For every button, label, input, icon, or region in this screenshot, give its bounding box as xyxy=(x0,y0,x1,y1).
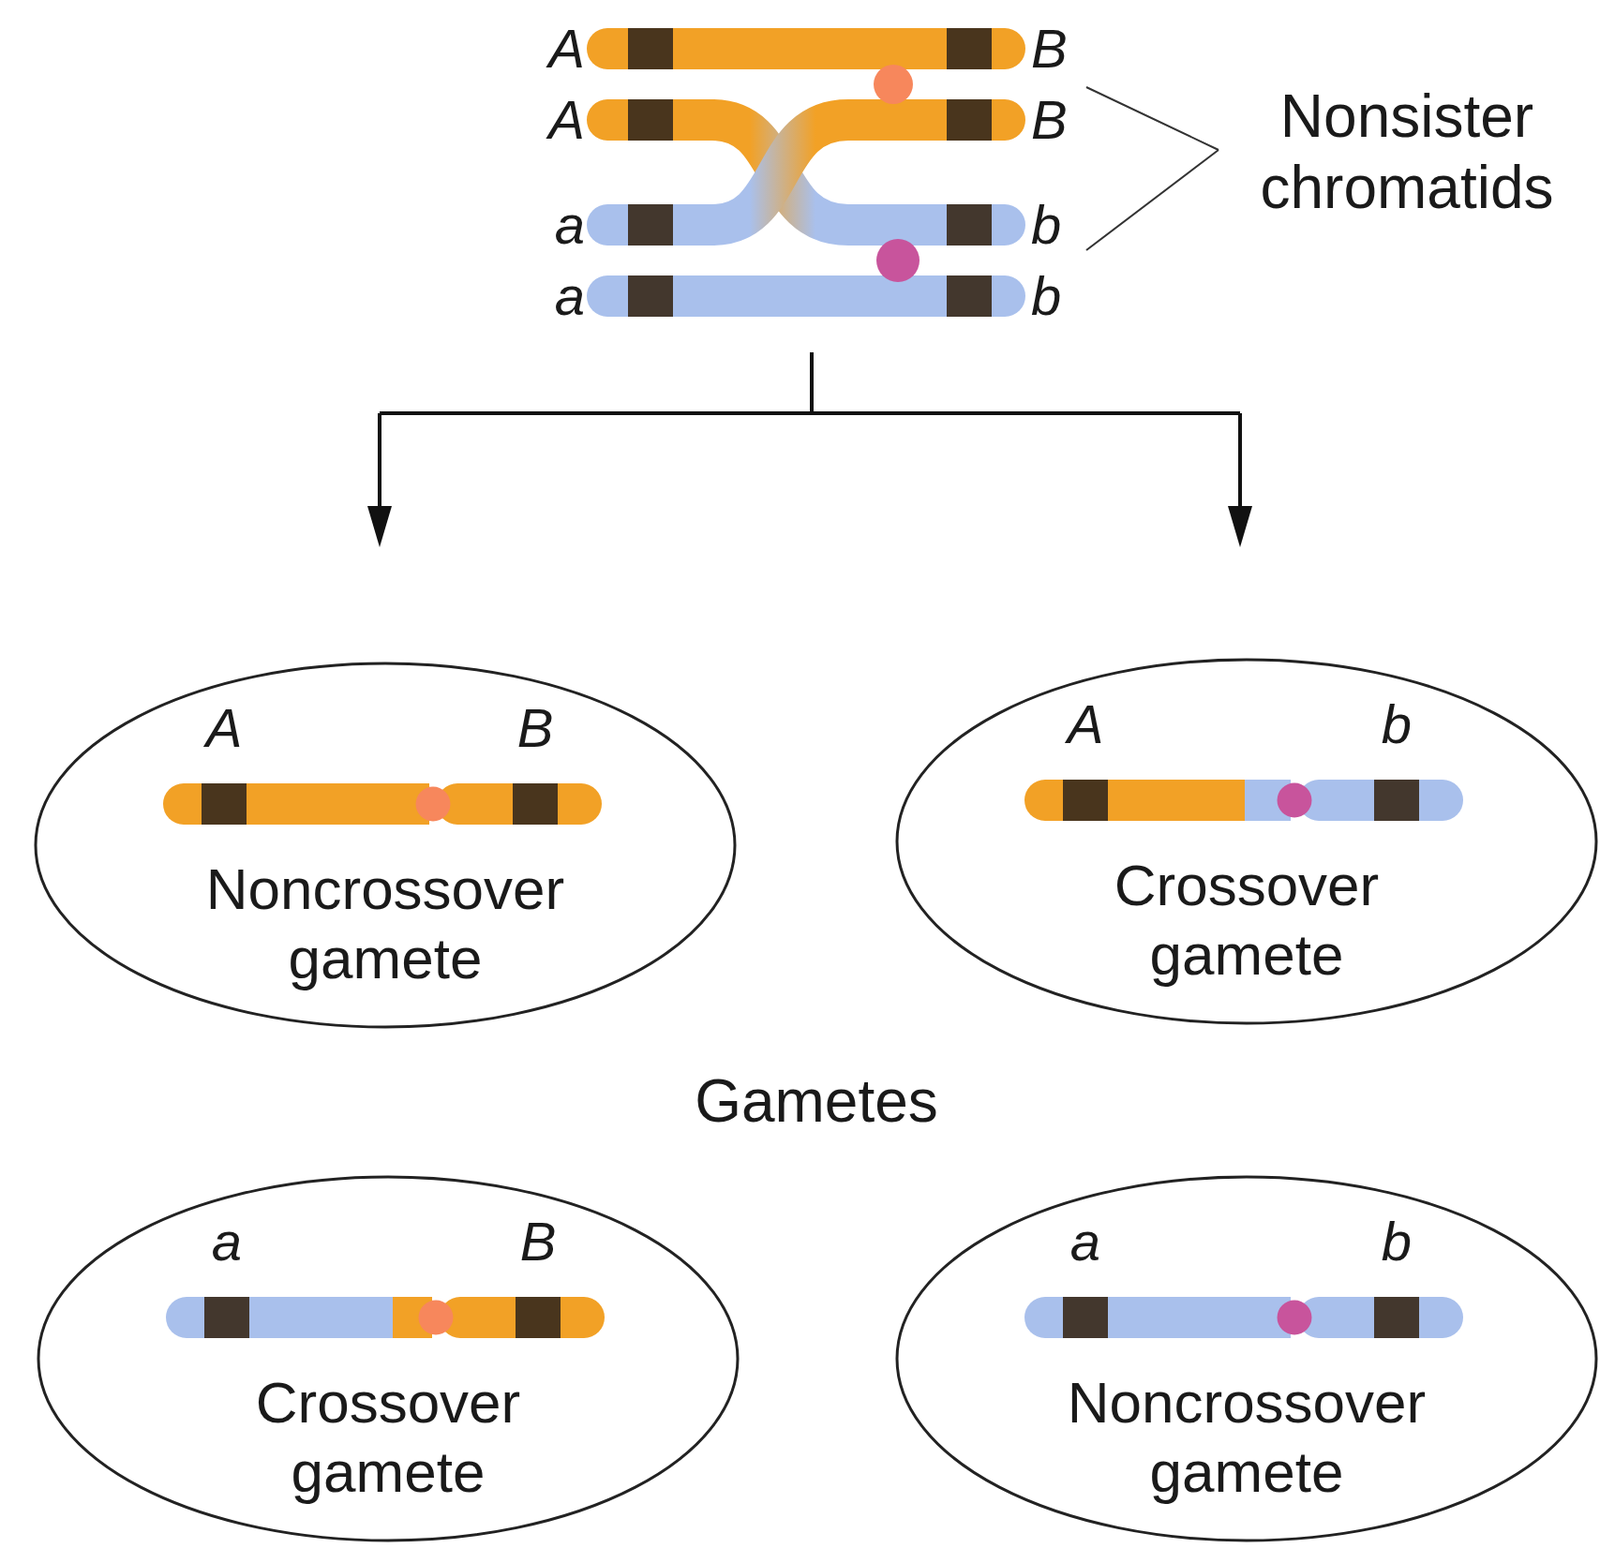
gene-locus xyxy=(628,275,673,317)
gamete-caption: Noncrossover gamete xyxy=(160,854,611,995)
gene-locus xyxy=(946,275,992,317)
allele-label: A xyxy=(548,92,585,148)
gamete-caption: Crossover gamete xyxy=(163,1368,614,1509)
chromosome-arm xyxy=(1298,779,1464,822)
chromosome-arm xyxy=(436,783,602,825)
centromere xyxy=(876,239,920,283)
gamete-chromosome xyxy=(1024,1297,1464,1339)
gamete-chromosome xyxy=(165,1297,605,1339)
arrowhead xyxy=(367,506,392,548)
gamete-caption: Crossover gamete xyxy=(1021,851,1472,991)
gene-locus xyxy=(1062,1297,1108,1339)
annotation: Gametes xyxy=(694,1066,939,1138)
gene-locus xyxy=(515,1297,561,1339)
centromere xyxy=(416,787,451,823)
chromosome-arm xyxy=(1024,779,1291,822)
annotation: Nonsister chromatids xyxy=(1220,81,1594,224)
centromere xyxy=(1277,1300,1313,1336)
gene-locus xyxy=(1062,779,1108,822)
bracket xyxy=(1086,87,1219,251)
ellipse-outline xyxy=(35,663,735,1028)
chromosome-arm xyxy=(439,1297,605,1339)
arrow-line xyxy=(379,352,1241,511)
allele-label: b xyxy=(1031,197,1062,253)
gamete-ellipse: a bNoncrossover gamete xyxy=(894,1174,1600,1544)
allele-label: b xyxy=(1031,269,1062,324)
chromosome-arm xyxy=(163,783,430,825)
allele-label: A xyxy=(1067,697,1105,752)
gamete-caption: Noncrossover gamete xyxy=(1021,1368,1472,1509)
ellipse-outline xyxy=(38,1177,738,1541)
gene-locus xyxy=(201,783,247,825)
gene-locus xyxy=(628,28,673,70)
allele-label: a xyxy=(211,1214,242,1270)
allele-label: a xyxy=(554,197,585,253)
allele-label: B xyxy=(517,701,554,756)
gamete-ellipse: a B Crossover gamete xyxy=(35,1174,741,1544)
gamete-chromosome xyxy=(163,783,602,825)
chromosome-arm xyxy=(1298,1297,1464,1339)
gene-locus xyxy=(512,783,558,825)
gene-locus xyxy=(204,1297,250,1339)
gene-locus xyxy=(946,28,992,70)
allele-label: b xyxy=(1381,697,1412,752)
allele-label: b xyxy=(1381,1214,1412,1270)
allele-label: B xyxy=(1031,92,1068,148)
ellipse-outline xyxy=(897,1177,1597,1541)
gene-locus xyxy=(1374,1297,1420,1339)
gene-locus xyxy=(628,204,673,246)
centromere xyxy=(418,1300,454,1336)
gene-locus xyxy=(946,204,992,246)
allele-label: B xyxy=(1031,21,1068,76)
ellipse-outline xyxy=(897,659,1597,1024)
chromosome-arm xyxy=(1024,1297,1291,1339)
gamete-ellipse: AbCrossover gamete xyxy=(894,657,1600,1027)
tetrad xyxy=(607,28,1005,317)
allele-label: a xyxy=(1070,1214,1101,1270)
split-arrow xyxy=(367,352,1253,548)
centromere xyxy=(1277,783,1313,819)
allele-label: A xyxy=(206,701,243,756)
gamete-chromosome xyxy=(1024,779,1464,822)
arrowhead xyxy=(1227,506,1253,548)
centromere xyxy=(873,64,913,105)
allele-label: a xyxy=(554,269,585,324)
allele-label: B xyxy=(520,1214,557,1270)
gene-locus xyxy=(628,99,673,141)
chromatid xyxy=(607,275,1005,317)
gene-locus xyxy=(946,99,992,141)
gamete-ellipse: A B Noncrossover gamete xyxy=(32,660,738,1031)
allele-label: A xyxy=(548,21,585,76)
gene-locus xyxy=(1374,779,1420,822)
chromatid xyxy=(607,28,1005,70)
chromosome-arm xyxy=(165,1297,433,1339)
